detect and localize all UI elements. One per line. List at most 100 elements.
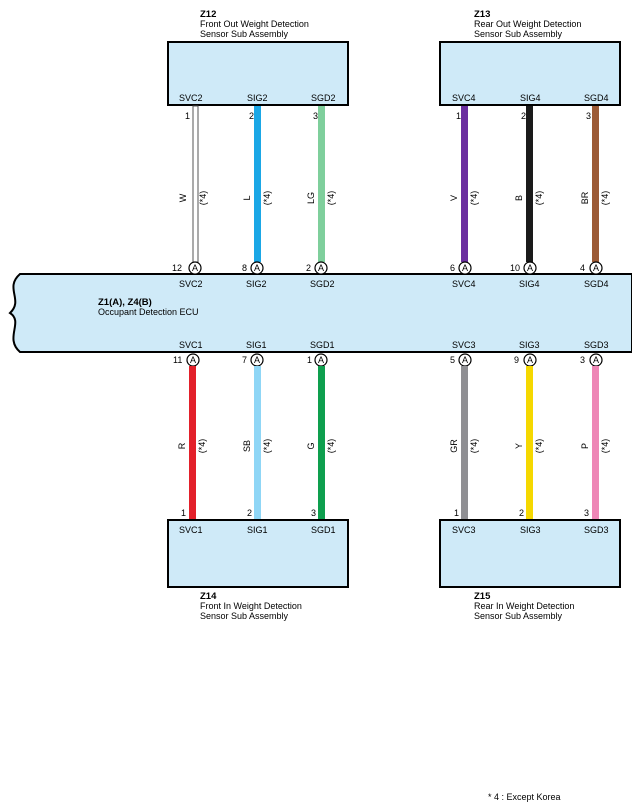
ecu-pin-number-7: 7 <box>242 355 247 365</box>
ecu-pin-sig2: SIG2 <box>246 279 267 289</box>
connector-a-circle <box>250 261 264 275</box>
ecu-top-connectors: 12 A 8 A 2 A 6 A 10 A 4 A <box>172 261 603 275</box>
wire-note-g: (*4) <box>326 439 336 454</box>
z15-name-line2: Sensor Sub Assembly <box>474 611 563 621</box>
wire-sb <box>254 366 261 520</box>
z12-pin-sgd2: SGD2 <box>311 93 336 103</box>
connector-a-label: A <box>190 355 196 365</box>
connector-a-circle <box>314 261 328 275</box>
connector-a-label: A <box>462 355 468 365</box>
wire-note-b: (*4) <box>534 191 544 206</box>
connector-a-label: A <box>593 355 599 365</box>
ecu-pin-svc3: SVC3 <box>452 340 476 350</box>
lower-sensor-pin-numbers: 1 2 3 1 2 3 <box>181 508 589 518</box>
z15-pin-svc3: SVC3 <box>452 525 476 535</box>
ecu-pin-sgd2: SGD2 <box>310 279 335 289</box>
wire-note-w: (*4) <box>198 191 208 206</box>
z14-name-line1: Front In Weight Detection <box>200 601 302 611</box>
footnote: * 4 : Except Korea <box>488 792 561 802</box>
ecu-pin-number-3: 3 <box>580 355 585 365</box>
z12-code: Z12 <box>200 9 216 20</box>
ecu-pin-number-6: 6 <box>450 263 455 273</box>
connector-a-label: A <box>527 263 533 273</box>
wire-label-y: Y <box>514 443 524 449</box>
wire-label-g: G <box>306 442 316 449</box>
wire-gr <box>461 366 468 520</box>
z13-pin-number-2: 2 <box>521 111 526 121</box>
ecu-pin-number-8: 8 <box>242 263 247 273</box>
z12-name-line1: Front Out Weight Detection <box>200 19 309 29</box>
wire-r <box>189 366 196 520</box>
ecu-pin-sgd1: SGD1 <box>310 340 335 350</box>
connector-a-circle <box>458 261 472 275</box>
ecu-pin-number-5: 5 <box>450 355 455 365</box>
wire-label-p: P <box>580 443 590 449</box>
wire-g <box>318 366 325 520</box>
z14-pin-number-3: 3 <box>311 508 316 518</box>
connector-a-label: A <box>254 263 260 273</box>
wire-label-lg: LG <box>306 192 316 204</box>
wire-b <box>526 106 533 262</box>
z14-pin-number-1: 1 <box>181 508 186 518</box>
z15-pin-number-1: 1 <box>454 508 459 518</box>
component-z13: Z13 Rear Out Weight Detection Sensor Sub… <box>439 9 621 106</box>
z13-box <box>439 41 621 106</box>
z12-pin-number-2: 2 <box>249 111 254 121</box>
ecu-pin-svc1: SVC1 <box>179 340 203 350</box>
connector-a-label: A <box>527 355 533 365</box>
wire-label-v: V <box>449 195 459 201</box>
z15-box <box>439 519 621 588</box>
ecu-name: Occupant Detection ECU <box>98 307 199 317</box>
z15-pin-number-3: 3 <box>584 508 589 518</box>
z13-name-line1: Rear Out Weight Detection <box>474 19 581 29</box>
wire-note-br: (*4) <box>600 191 610 206</box>
ecu-z1-z4: Z1(A), Z4(B) Occupant Detection ECU SVC2… <box>8 273 632 353</box>
connector-a-label: A <box>318 263 324 273</box>
lower-wires: R (*4) SB (*4) G (*4) GR (*4) Y (*4) P (… <box>177 366 610 520</box>
wire-br <box>592 106 599 262</box>
ecu-pin-number-12: 12 <box>172 263 182 273</box>
wire-label-gr: GR <box>449 439 459 453</box>
z15-pin-number-2: 2 <box>519 508 524 518</box>
ecu-pin-sig1: SIG1 <box>246 340 267 350</box>
z13-name-line2: Sensor Sub Assembly <box>474 29 563 39</box>
z14-name-line2: Sensor Sub Assembly <box>200 611 289 621</box>
wire-label-sb: SB <box>242 440 252 452</box>
z14-code: Z14 <box>200 591 217 602</box>
z13-pin-number-3: 3 <box>586 111 591 121</box>
z14-pin-sgd1: SGD1 <box>311 525 336 535</box>
ecu-pin-number-4: 4 <box>580 263 585 273</box>
z13-code: Z13 <box>474 9 490 20</box>
wire-v <box>461 106 468 262</box>
wire-note-p: (*4) <box>600 439 610 454</box>
z12-pin-sig2: SIG2 <box>247 93 268 103</box>
ecu-pin-sig4: SIG4 <box>519 279 540 289</box>
ecu-pin-number-2: 2 <box>306 263 311 273</box>
ecu-pin-svc2: SVC2 <box>179 279 203 289</box>
z15-pin-sig3: SIG3 <box>520 525 541 535</box>
z14-pin-sig1: SIG1 <box>247 525 268 535</box>
upper-wires: W (*4) L (*4) LG (*4) V (*4) B (*4) BR (… <box>178 105 610 263</box>
connector-a-label: A <box>318 355 324 365</box>
ecu-code: Z1(A), Z4(B) <box>98 297 152 308</box>
wire-l <box>254 106 261 262</box>
wire-label-l: L <box>242 195 252 200</box>
ecu-pin-number-11: 11 <box>173 355 182 365</box>
z14-pin-number-2: 2 <box>247 508 252 518</box>
connector-a-circle <box>188 261 202 275</box>
ecu-pin-number-10: 10 <box>510 263 520 273</box>
connector-a-label: A <box>192 263 198 273</box>
connector-a-circle <box>589 261 603 275</box>
component-z12: Z12 Front Out Weight Detection Sensor Su… <box>167 9 349 106</box>
z14-pin-svc1: SVC1 <box>179 525 203 535</box>
wire-note-l: (*4) <box>262 191 272 206</box>
z13-pin-number-1: 1 <box>456 111 461 121</box>
wire-note-r: (*4) <box>197 439 207 454</box>
wire-w <box>192 105 199 263</box>
ecu-pin-sig3: SIG3 <box>519 340 540 350</box>
z15-pin-sgd3: SGD3 <box>584 525 609 535</box>
ecu-pin-number-9: 9 <box>514 355 519 365</box>
wire-p <box>592 366 599 520</box>
z12-pin-svc2: SVC2 <box>179 93 203 103</box>
